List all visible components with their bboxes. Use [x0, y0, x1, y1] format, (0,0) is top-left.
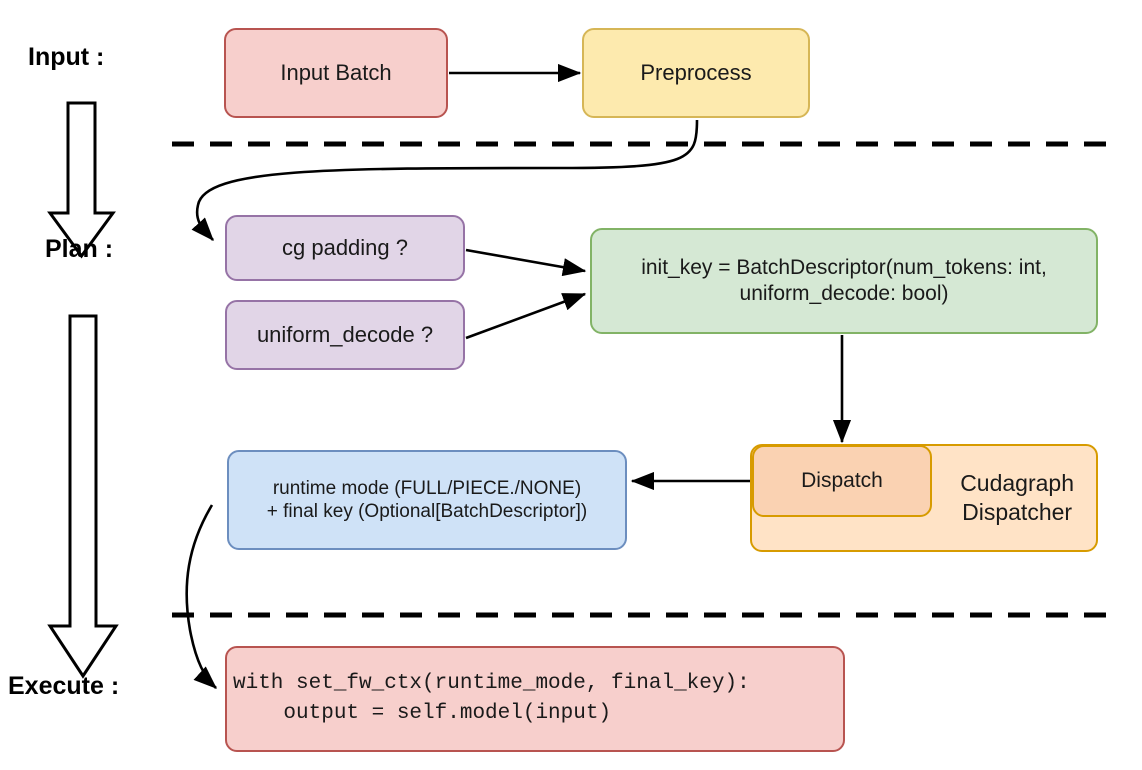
node-dispatch[interactable]: Dispatch — [752, 445, 932, 517]
node-runtime-mode-line1: runtime mode (FULL/PIECE./NONE) — [272, 477, 582, 499]
node-cudagraph-dispatcher-line1: Cudagraph — [960, 470, 1074, 497]
arrow-uniform-decode-to-init-key — [465, 292, 587, 340]
node-cudagraph-dispatcher-label: Cudagraph Dispatcher — [960, 469, 1074, 527]
node-init-key-line1: init_key = BatchDescriptor(num_tokens: i… — [641, 256, 1047, 280]
node-execute-code-line2: output = self.model(input) — [233, 702, 612, 725]
node-init-key[interactable]: init_key = BatchDescriptor(num_tokens: i… — [590, 228, 1098, 334]
node-cudagraph-dispatcher-line2: Dispatcher — [962, 499, 1073, 525]
node-runtime-mode-line2: + final key (Optional[BatchDescriptor]) — [266, 501, 588, 522]
stage-label-plan: Plan : — [45, 235, 114, 263]
node-preprocess-label: Preprocess — [640, 59, 752, 85]
node-dispatch-label: Dispatch — [801, 469, 883, 493]
node-cg-padding-label: cg padding ? — [282, 234, 408, 260]
stage-label-input: Input : — [28, 43, 105, 71]
arrow-cg-padding-to-init-key — [465, 248, 587, 277]
node-uniform-decode-label: uniform_decode ? — [256, 321, 434, 347]
node-execute-code[interactable]: with set_fw_ctx(runtime_mode, final_key)… — [225, 646, 845, 752]
node-cg-padding[interactable]: cg padding ? — [225, 215, 465, 281]
stage-label-execute: Execute : — [8, 672, 120, 700]
node-uniform-decode[interactable]: uniform_decode ? — [225, 300, 465, 370]
stage-arrow-plan-to-execute — [47, 314, 119, 679]
node-runtime-mode[interactable]: runtime mode (FULL/PIECE./NONE) + final … — [227, 450, 627, 550]
node-input-batch-label: Input Batch — [280, 59, 392, 85]
node-execute-code-line1: with set_fw_ctx(runtime_mode, final_key)… — [233, 671, 750, 695]
stage-arrow-input-to-plan — [47, 101, 116, 259]
node-input-batch[interactable]: Input Batch — [224, 28, 448, 118]
node-preprocess[interactable]: Preprocess — [582, 28, 810, 118]
arrow-runtime-mode-to-execute-code — [185, 504, 217, 689]
node-init-key-line2: uniform_decode: bool) — [739, 282, 949, 305]
